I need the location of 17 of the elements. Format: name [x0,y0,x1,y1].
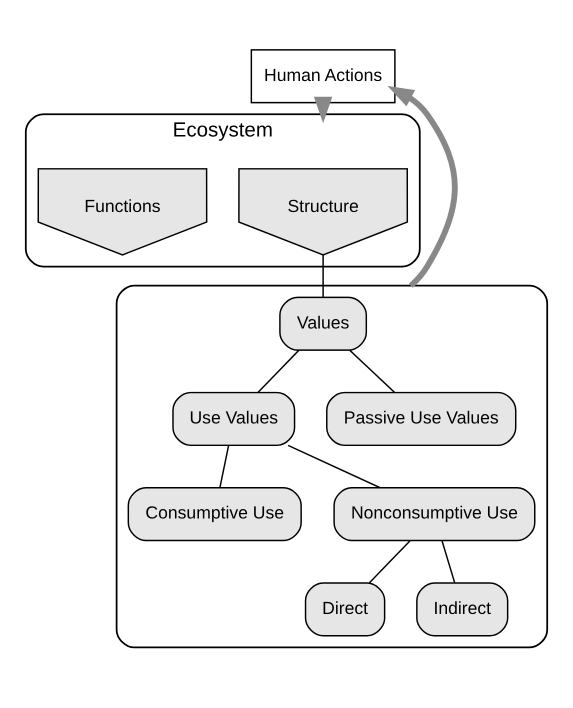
connector [349,349,395,392]
node-box: Nonconsumptive Use [333,486,536,541]
node-box: Direct [304,582,386,636]
connector [219,444,230,488]
connector [441,540,456,582]
arrow [387,85,458,288]
node-box: Indirect [416,582,508,636]
node-box: Values [279,296,368,350]
node-box: Consumptive Use [128,486,302,541]
arrow [314,96,332,123]
node-box: Use Values [172,391,296,446]
node-box: Passive Use Values [326,391,516,446]
connector [322,254,324,297]
connector [368,540,411,583]
connector [258,349,300,392]
connector [288,444,380,488]
cluster [116,284,548,648]
